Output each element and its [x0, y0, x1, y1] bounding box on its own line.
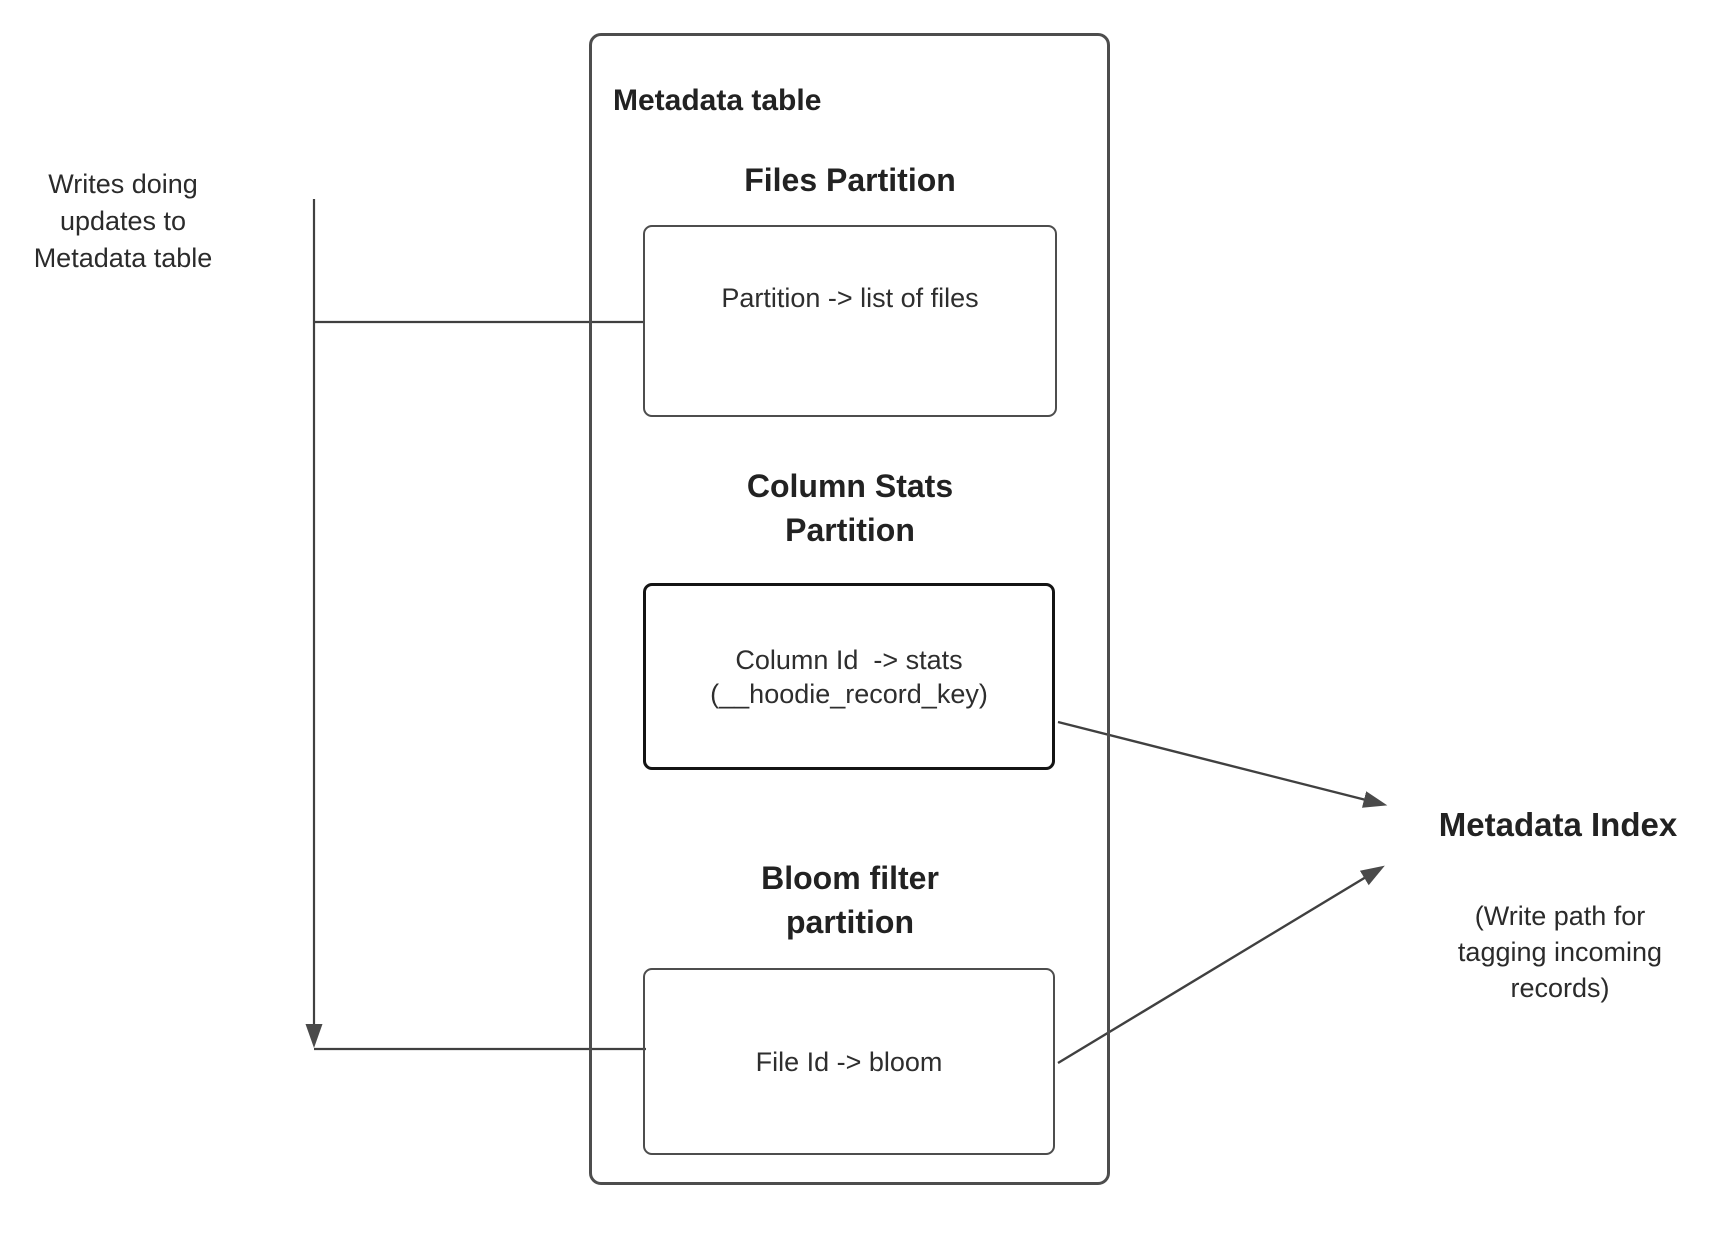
metadata-index-title: Metadata Index — [1438, 806, 1678, 843]
column-stats-box: Column Id -> stats (__hoodie_record_key) — [643, 583, 1055, 770]
metadata-table-box: Metadata table Files Partition Partition… — [589, 33, 1110, 1185]
bloom-filter-body: File Id -> bloom — [755, 1046, 943, 1077]
writes-note-line: Metadata table — [33, 243, 213, 273]
bloom-filter-heading-line: partition — [786, 904, 914, 940]
files-partition-body: Partition -> list of files — [721, 283, 979, 313]
metadata-index-subtitle-line: records) — [1510, 973, 1610, 1003]
files-partition-box: Partition -> list of files — [643, 225, 1057, 417]
column-stats-body-line: (__hoodie_record_key) — [710, 678, 988, 709]
files-partition-heading: Files Partition — [744, 162, 956, 198]
column-stats-heading: Column Stats Partition — [643, 464, 1057, 552]
bloom-filter-box: File Id -> bloom — [643, 968, 1055, 1155]
writes-note-line: Writes doing — [48, 169, 198, 199]
bloom-filter-heading-line: Bloom filter — [761, 860, 939, 896]
writes-note: Writes doing updates to Metadata table — [8, 166, 238, 277]
metadata-index-subtitle-line: tagging incoming — [1457, 937, 1663, 967]
column-stats-heading-line: Column Stats — [746, 468, 954, 504]
bloom-filter-heading: Bloom filter partition — [643, 856, 1057, 944]
column-stats-body-line: Column Id -> stats — [735, 644, 963, 675]
column-stats-heading-line: Partition — [785, 512, 915, 548]
metadata-index-subtitle: (Write path for tagging incoming records… — [1408, 898, 1712, 1006]
writes-note-line: updates to — [59, 206, 187, 236]
metadata-index-subtitle-line: (Write path for — [1474, 901, 1646, 931]
metadata-table-title: Metadata table — [613, 84, 822, 117]
